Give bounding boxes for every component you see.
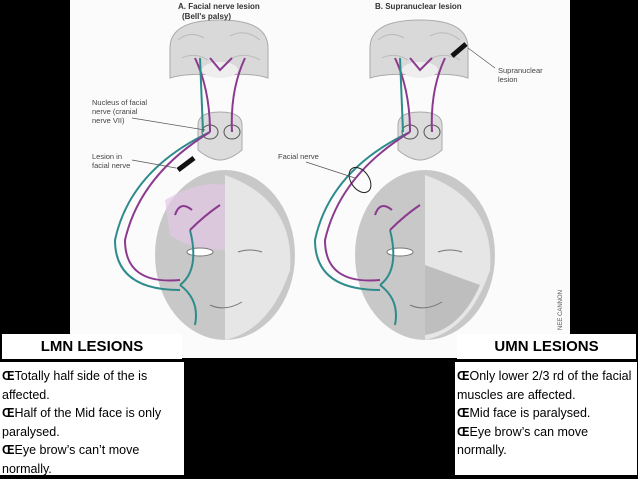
nerve-paths-a <box>113 57 246 326</box>
label-lesion-facial: Lesion in facial nerve <box>92 152 131 170</box>
leader-lines <box>131 47 496 179</box>
bullet-icon: Œ <box>457 369 470 383</box>
title-a: A. Facial nerve lesion <box>178 2 260 11</box>
umn-item: ŒOnly lower 2/3 rd of the facial muscles… <box>457 369 632 402</box>
title-b: B. Supranuclear lesion <box>375 2 462 11</box>
lmn-header: LMN LESIONS <box>2 334 182 359</box>
label-supranuclear: Supranuclear lesion <box>498 66 543 84</box>
umn-header: UMN LESIONS <box>457 334 636 359</box>
credit-text: NEE CANNON <box>558 289 564 330</box>
bullet-icon: Œ <box>457 424 470 439</box>
bullet-icon: Œ <box>2 443 15 457</box>
bullet-icon: Œ <box>2 369 15 383</box>
lmn-item: ŒTotally half side of the is affected. <box>2 369 148 402</box>
figure-illustration <box>113 19 496 340</box>
nerve-paths-b <box>313 42 468 326</box>
facial-nerve-lesion-figure: A. Facial nerve lesion (Bell's palsy) B.… <box>70 0 570 358</box>
lmn-item: ŒEye brow’s can’t move normally. <box>2 443 140 476</box>
bullet-icon: Œ <box>457 406 470 420</box>
label-nucleus: Nucleus of facial nerve (cranial nerve V… <box>92 98 148 125</box>
subtitle-a: (Bell's palsy) <box>182 12 232 21</box>
bullet-icon: Œ <box>2 406 15 420</box>
head-a <box>155 170 295 340</box>
umn-item: ŒEye brow’s can move normally. <box>457 424 589 458</box>
lmn-item: ŒHalf of the Mid face is only paralysed. <box>2 406 162 439</box>
umn-panel: ŒOnly lower 2/3 rd of the facial muscles… <box>455 362 637 475</box>
lmn-panel: ŒTotally half side of the is affected. Œ… <box>0 362 184 476</box>
umn-item: ŒMid face is paralysed. <box>457 406 591 420</box>
head-b <box>355 170 495 340</box>
label-facial-nerve: Facial nerve <box>278 152 319 161</box>
